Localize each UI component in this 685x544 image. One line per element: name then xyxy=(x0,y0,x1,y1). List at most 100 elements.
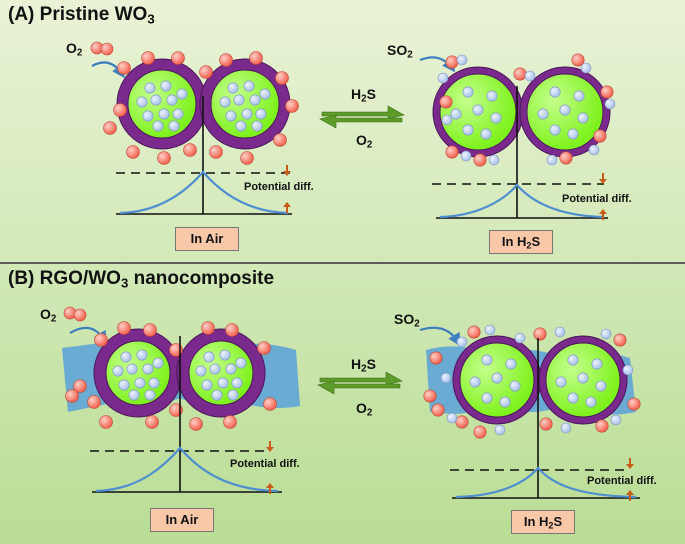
panel-a-o2-molecule xyxy=(100,42,114,56)
electron xyxy=(233,94,245,106)
electron xyxy=(176,88,188,100)
panel-a-h2s-potential-bottom-arrow-head xyxy=(599,209,607,214)
electron xyxy=(150,94,162,106)
electron xyxy=(227,82,239,94)
electron xyxy=(567,392,579,404)
electron xyxy=(219,349,231,361)
panel-b-air-grain-right-depletion-shell xyxy=(177,329,265,417)
panel-b-h2s-oxygen-ion xyxy=(429,351,443,365)
electron xyxy=(450,108,462,120)
electron xyxy=(259,88,271,100)
panel-a-h2s-electron xyxy=(524,70,536,82)
panel-b-h2s-oxygen-ion xyxy=(431,403,445,417)
panel-b-h2s-electron xyxy=(456,336,468,348)
electron xyxy=(499,396,511,408)
panel-b-in-air-box: In Air xyxy=(150,508,214,532)
electron xyxy=(168,120,180,132)
panel-b-h2s-oxygen-ion xyxy=(613,333,627,347)
panel-a-reaction-arrow-backward xyxy=(319,114,403,129)
electron xyxy=(209,363,221,375)
panel-a-h2s-electron xyxy=(604,98,616,110)
panel-a-air-oxygen-ion xyxy=(240,151,254,165)
panel-b-h2s-potential-bottom-arrow-head xyxy=(626,490,634,495)
panel-b-h2s-electron xyxy=(554,326,566,338)
electron xyxy=(148,377,160,389)
electron xyxy=(577,372,589,384)
electron xyxy=(595,380,607,392)
panel-b-air-oxygen-ion xyxy=(94,333,108,347)
panel-a-o2-label: O2 xyxy=(66,40,83,59)
panel-a-h2s-oxygen-ion xyxy=(445,55,459,69)
panel-b-h2s-grain-right-depletion-shell xyxy=(539,336,627,424)
panel-b-h2s-oxygen-ion xyxy=(473,425,487,439)
electron xyxy=(573,90,585,102)
panel-a-h2s-electron xyxy=(441,114,453,126)
electron xyxy=(555,376,567,388)
electron xyxy=(118,379,130,391)
panel-b-air-oxygen-ion xyxy=(201,321,215,335)
panel-b-reaction-arrow-backward xyxy=(317,380,401,395)
electron xyxy=(128,389,140,401)
panel-b-o2-arrow-label: O2 xyxy=(356,400,373,419)
section-divider xyxy=(0,262,685,264)
panel-a-air-oxygen-ion xyxy=(285,99,299,113)
panel-b-air-oxygen-ion xyxy=(189,417,203,431)
panel-a-air-oxygen-ion xyxy=(249,51,263,65)
panel-b-h2s-oxygen-ion xyxy=(595,419,609,433)
panel-b-h2s-potential-label: Potential diff. xyxy=(587,475,657,487)
panel-b-title: (B) RGO/WO3 nanocomposite xyxy=(8,268,275,291)
electron xyxy=(537,108,549,120)
electron xyxy=(567,128,579,140)
panel-b-air-oxygen-ion xyxy=(223,415,237,429)
panel-b-h2s-potential-top-arrow-head xyxy=(626,464,634,469)
electron xyxy=(462,124,474,136)
electron xyxy=(142,110,154,122)
panel-a-air-oxygen-ion xyxy=(171,51,185,65)
panel-a-in-h2s-box: In H2S xyxy=(489,230,553,254)
electron xyxy=(158,108,170,120)
panel-b-h2s-electron xyxy=(494,424,506,436)
electron xyxy=(577,112,589,124)
panel-b-air-oxygen-ion xyxy=(99,415,113,429)
panel-a-h2s-arrow-label: H2S xyxy=(351,86,376,105)
panel-a-h2s-electron xyxy=(437,72,449,84)
panel-a-air-oxygen-ion xyxy=(199,65,213,79)
panel-b-h2s-electron xyxy=(440,372,452,384)
panel-b-h2s-oxygen-ion xyxy=(455,415,469,429)
panel-a-air-oxygen-ion xyxy=(219,53,233,67)
electron xyxy=(219,96,231,108)
panel-b-h2s-electron xyxy=(514,332,526,344)
panel-a-air-oxygen-ion xyxy=(103,121,117,135)
panel-b-air-grain-left-depletion-shell xyxy=(94,329,182,417)
panel-b-h2s-oxygen-ion xyxy=(627,397,641,411)
electron xyxy=(567,354,579,366)
panel-a-air-oxygen-ion xyxy=(157,151,171,165)
electron xyxy=(509,380,521,392)
electron xyxy=(251,120,263,132)
electron xyxy=(112,365,124,377)
panel-a-h2s-electron xyxy=(456,54,468,66)
panel-a-h2s-oxygen-ion xyxy=(513,67,527,81)
electron xyxy=(243,80,255,92)
panel-a-h2s-oxygen-ion xyxy=(473,153,487,167)
panel-a-h2s-electron xyxy=(588,144,600,156)
electron xyxy=(227,389,239,401)
panel-a-h2s-oxygen-ion xyxy=(571,53,585,67)
panel-b-h2s-oxygen-ion xyxy=(467,325,481,339)
electron xyxy=(241,108,253,120)
panel-b-air-potential-label: Potential diff. xyxy=(230,458,300,470)
electron xyxy=(144,82,156,94)
panel-a-air-potential-top-arrow-head xyxy=(283,171,291,176)
panel-b-h2s-electron xyxy=(622,364,634,376)
panel-a-air-oxygen-ion xyxy=(273,133,287,147)
panel-b-in-h2s-box: In H2S xyxy=(511,510,575,534)
electron xyxy=(166,94,178,106)
panel-a-air-barrier-curve xyxy=(119,170,289,215)
panel-b-air-oxygen-ion xyxy=(145,415,159,429)
electron xyxy=(134,377,146,389)
panel-a-h2s-oxygen-ion xyxy=(593,129,607,143)
panel-a-h2s-oxygen-ion xyxy=(445,145,459,159)
electron xyxy=(255,108,267,120)
electron xyxy=(585,396,597,408)
